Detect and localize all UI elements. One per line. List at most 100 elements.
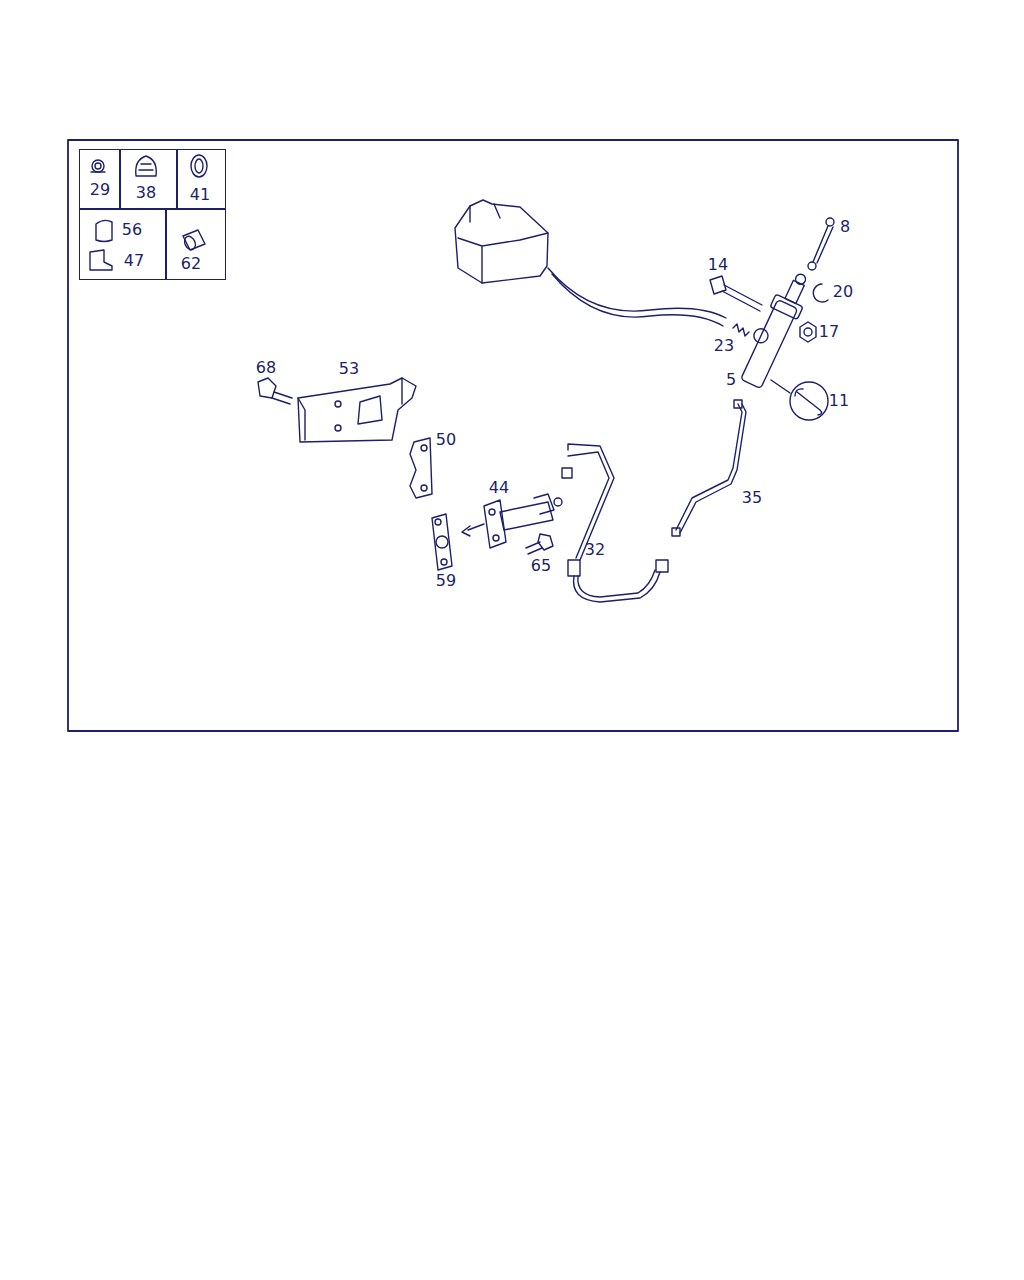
mounting-bracket (298, 378, 402, 440)
bracket (410, 438, 432, 498)
bracket (421, 445, 427, 451)
callout-number: 59 (436, 573, 456, 589)
gasket (432, 514, 452, 570)
wrench-symbol (771, 380, 790, 393)
bolt (722, 285, 762, 311)
inset-icons (96, 220, 112, 241)
pipe-32 (562, 468, 572, 478)
slave-cylinder (462, 524, 484, 536)
inset-cell: 41 (177, 149, 226, 209)
slave-cylinder (554, 498, 562, 506)
inset-icons (92, 160, 104, 172)
callout-number: 20 (833, 284, 853, 300)
bolt (258, 378, 276, 398)
pipe-32 (574, 572, 660, 602)
reservoir-hose (548, 268, 726, 326)
reservoir-hose (552, 274, 723, 326)
inset-cell: 5647 (79, 209, 166, 280)
inset-icons (95, 163, 101, 169)
gasket (441, 559, 447, 565)
master-cylinder (794, 273, 807, 286)
fluid-reservoir (455, 200, 548, 283)
callout-number: 5 (726, 372, 736, 388)
inset-icons (90, 250, 112, 270)
callout-number: 29 (90, 182, 110, 198)
pushrod (808, 218, 834, 270)
bolt (710, 276, 762, 311)
gasket (436, 536, 448, 548)
gasket (435, 519, 441, 525)
inset-icons (91, 171, 105, 172)
pipe-32 (578, 570, 655, 597)
callout-number: 32 (585, 542, 605, 558)
pushrod (826, 218, 834, 226)
inset-icons (136, 156, 157, 176)
callout-number: 53 (339, 361, 359, 377)
pipe-35 (672, 528, 680, 536)
pipe-35 (734, 400, 742, 408)
inset-icons (195, 159, 203, 173)
pipe-32 (562, 444, 668, 602)
inset-icons (191, 155, 207, 177)
wrench-symbol (771, 380, 828, 420)
bolt (526, 534, 553, 554)
callout-number: 11 (829, 393, 849, 409)
circlip (813, 284, 828, 302)
inset-cell: 29 (79, 149, 120, 209)
slave-cylinder (534, 494, 554, 514)
fluid-reservoir (458, 204, 548, 283)
callout-number: 68 (256, 360, 276, 376)
nut (800, 322, 816, 342)
bracket (410, 438, 432, 498)
fluid-reservoir (455, 200, 548, 283)
spring (733, 324, 749, 336)
wrench-symbol (795, 389, 822, 415)
inset-icons (183, 235, 198, 252)
bolt (526, 542, 542, 554)
callout-number: 17 (819, 324, 839, 340)
pushrod (813, 226, 833, 263)
pipe-32 (568, 452, 609, 558)
reservoir-hose (548, 268, 726, 318)
bolt (258, 378, 292, 404)
master-cylinder (752, 326, 771, 345)
mounting-bracket (335, 401, 341, 407)
wrench-symbol (790, 382, 828, 420)
pipe-35 (680, 404, 746, 533)
inset-icons (90, 155, 207, 270)
inset-cell: 62 (166, 209, 226, 280)
pipe-32 (656, 560, 668, 572)
callout-number: 65 (531, 558, 551, 574)
pipe-32 (568, 444, 614, 560)
callout-number: 41 (190, 187, 210, 203)
gasket (432, 514, 452, 570)
mounting-bracket (335, 425, 341, 431)
mounting-bracket (298, 378, 416, 442)
mounting-bracket (298, 378, 416, 442)
slave-cylinder (489, 509, 495, 515)
callout-number: 23 (714, 338, 734, 354)
callout-number: 8 (840, 219, 850, 235)
inset-cell: 38 (120, 149, 177, 209)
callout-number: 14 (708, 257, 728, 273)
callout-number: 50 (436, 432, 456, 448)
callout-number: 62 (181, 256, 201, 272)
pipe-35 (672, 400, 746, 536)
bracket (421, 485, 427, 491)
callout-number: 47 (124, 253, 144, 269)
slave-cylinder (462, 494, 562, 548)
callout-number: 35 (742, 490, 762, 506)
master-cylinder (734, 267, 815, 391)
pipe-35 (676, 404, 742, 530)
callout-number: 44 (489, 480, 509, 496)
callout-number: 38 (136, 185, 156, 201)
slave-cylinder (500, 502, 553, 530)
inset-icons (139, 164, 153, 170)
slave-cylinder (484, 500, 506, 548)
pushrod (808, 262, 816, 270)
frame (68, 140, 958, 731)
slave-cylinder (493, 535, 499, 541)
master-cylinder (741, 300, 798, 389)
pipe-32 (568, 560, 580, 576)
